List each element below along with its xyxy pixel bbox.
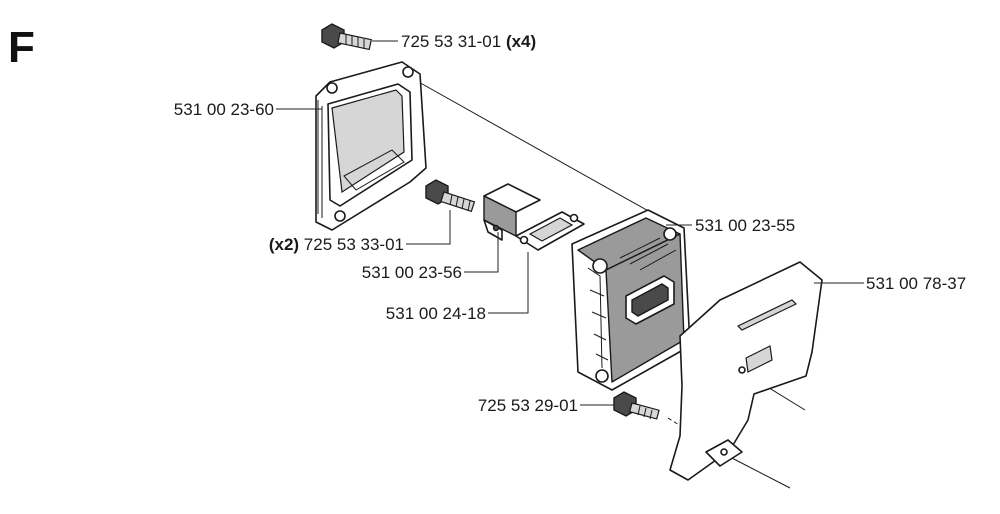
section-letter: F	[8, 23, 35, 72]
part-label-531-00-23-60: 531 00 23-60	[174, 100, 274, 119]
deflector-part	[483, 183, 541, 241]
part-label-531-00-78-37: 531 00 78-37	[866, 274, 966, 293]
leader-lines	[276, 40, 864, 406]
part-label-725-53-31-01: 725 53 31-01 (x4)	[401, 32, 536, 51]
part-label-725-53-29-01: 725 53 29-01	[478, 396, 578, 415]
part-label-725-53-33-01: (x2) 725 53 33-01	[269, 235, 404, 254]
cover-part	[315, 61, 427, 231]
muffler-part	[571, 209, 691, 391]
bolt-mid-part	[425, 179, 476, 213]
bolt-bottom-part	[613, 391, 660, 420]
part-label-531-00-23-56: 531 00 23-56	[362, 263, 462, 282]
gasket-part	[515, 211, 585, 251]
guard-plate-part	[669, 261, 823, 481]
part-label-531-00-23-55: 531 00 23-55	[695, 216, 795, 235]
part-label-531-00-24-18: 531 00 24-18	[386, 304, 486, 323]
bolt-top-part	[321, 23, 373, 51]
